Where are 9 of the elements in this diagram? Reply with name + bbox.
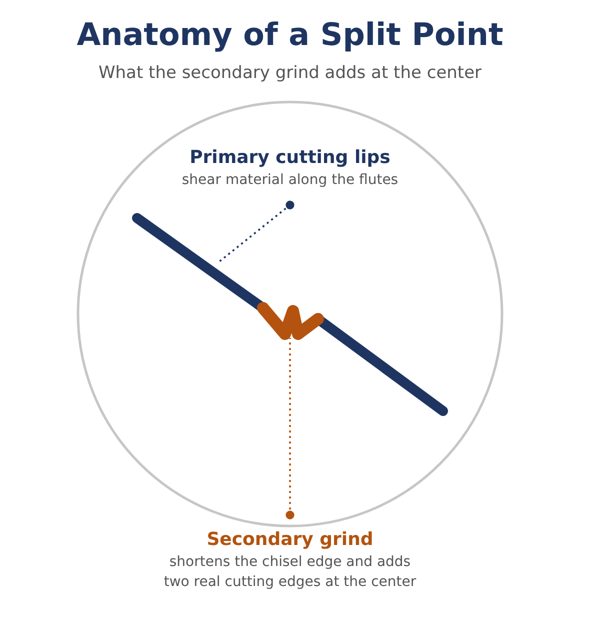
cutting-lip-line	[132, 213, 448, 416]
page-title: Anatomy of a Split Point	[76, 16, 504, 54]
leader-line	[217, 200, 294, 264]
subtitle: What the secondary grind adds at the center	[98, 62, 482, 84]
callout-text: shortens the chisel edge and adds two real cutting edges at the center	[162, 553, 418, 592]
callout-text: shear material along the flutes	[182, 171, 398, 190]
leader-line	[286, 338, 294, 520]
callout-heading: Primary cutting lips	[190, 146, 390, 170]
callout-heading: Secondary grind	[206, 528, 374, 552]
